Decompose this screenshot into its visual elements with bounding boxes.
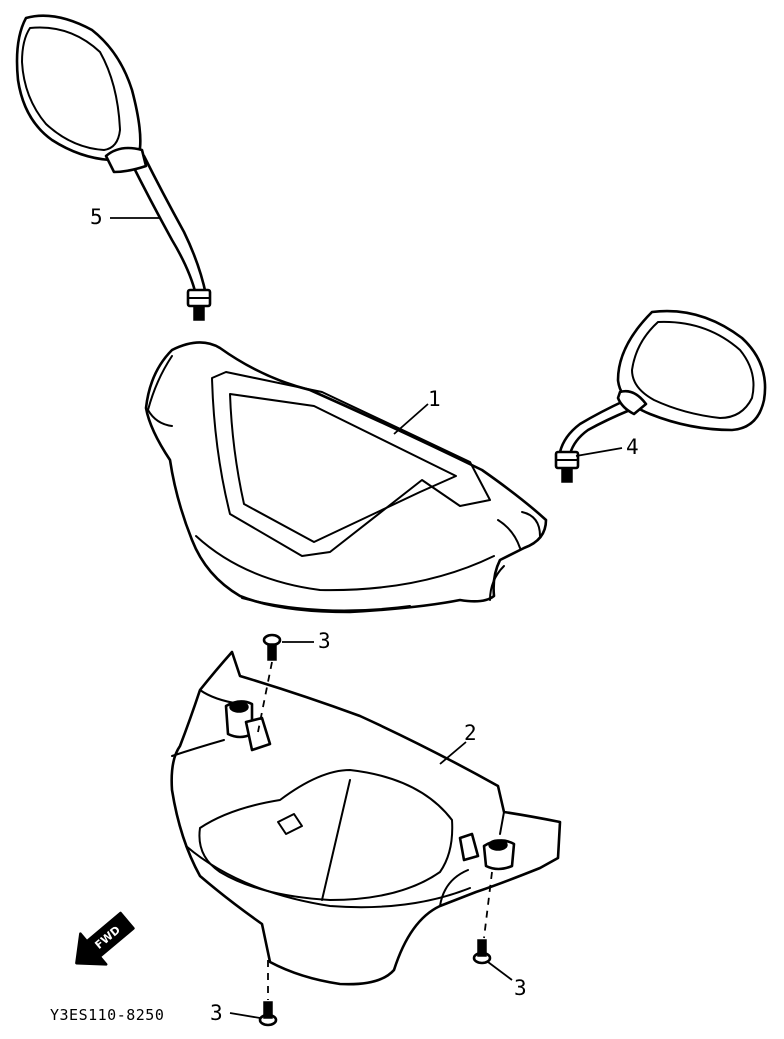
callout-1: 1: [428, 387, 441, 411]
screw-right[interactable]: [472, 939, 492, 965]
screw-top[interactable]: [262, 633, 282, 661]
callout-4: 4: [626, 435, 639, 459]
callout-5: 5: [90, 205, 103, 229]
leader-3-right: [487, 961, 513, 981]
callout-2: 2: [464, 721, 477, 745]
screw-bottom[interactable]: [258, 1001, 278, 1027]
leader-4: [575, 447, 623, 457]
callout-3-bottom: 3: [210, 1001, 223, 1025]
callout-3-top: 3: [318, 629, 331, 653]
mirror-left[interactable]: [15, 14, 212, 321]
handlebar-cover-under[interactable]: [170, 650, 562, 986]
leader-1: [393, 403, 429, 435]
mirror-right[interactable]: [554, 309, 767, 483]
fwd-arrow-icon: FWD: [75, 911, 135, 966]
assembly-line-right: [483, 871, 493, 939]
callout-3-right: 3: [514, 976, 527, 1000]
diagram-code: Y3ES110-8250: [50, 1006, 164, 1024]
leader-3-bottom: [229, 1012, 261, 1019]
leader-2: [439, 741, 467, 765]
handlebar-cover-upper[interactable]: [144, 341, 548, 614]
